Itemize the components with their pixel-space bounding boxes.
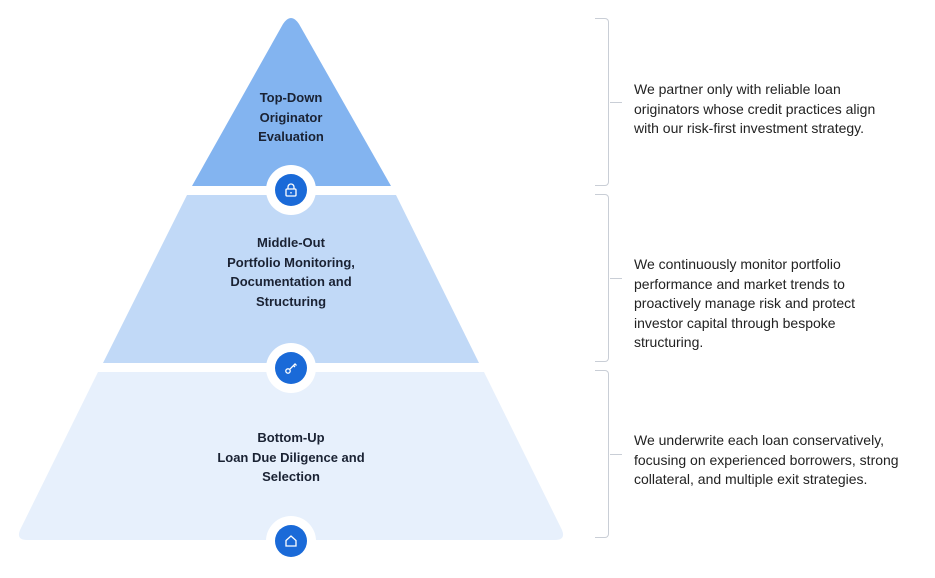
title-line: Loan Due Diligence and [217, 449, 365, 465]
tier-bottom-title: Bottom-Up Loan Due Diligence and Selecti… [191, 428, 391, 487]
description-line: originators whose credit practices align [634, 100, 876, 117]
tier-middle-badge [266, 343, 316, 393]
tier-middle-shape [103, 195, 479, 363]
description-line: with our risk-first investment strategy. [634, 120, 865, 136]
title-line: Documentation and [230, 274, 352, 289]
tier-top-shape [192, 18, 391, 186]
tier-bottom-description: We underwrite each loan conservatively, … [634, 431, 924, 490]
tier-top-badge [266, 165, 316, 215]
description-line: We underwrite each loan conservatively, [634, 432, 885, 448]
tier-top-description: We partner only with reliable loan origi… [634, 80, 924, 139]
pyramid-diagram [18, 18, 564, 540]
bracket-tick [610, 278, 622, 279]
description-line: We continuously monitor portfolio [634, 256, 841, 272]
description-line: collateral, and multiple exit strategies… [634, 471, 868, 487]
description-line: structuring. [634, 334, 704, 350]
tier-middle-bracket [595, 194, 622, 362]
tier-middle-title: Middle-Out Portfolio Monitoring, Documen… [191, 233, 391, 311]
description-line: We partner only with reliable loan [634, 81, 841, 97]
tier-bottom-bracket [595, 370, 622, 538]
description-line: investor capital through bespoke [634, 314, 836, 331]
title-line: Selection [262, 469, 320, 484]
title-line: Bottom-Up [257, 430, 325, 445]
title-line: Portfolio Monitoring, [227, 254, 355, 270]
title-line: Middle-Out [257, 235, 325, 250]
bracket-tick [610, 102, 622, 103]
bracket-tick [610, 454, 622, 455]
home-icon [275, 525, 307, 557]
tier-top-title: Top-Down Originator Evaluation [191, 88, 391, 147]
tier-middle-description: We continuously monitor portfolio perfor… [634, 255, 924, 353]
title-line: Originator [259, 109, 323, 125]
lock-icon [275, 174, 307, 206]
title-line: Top-Down [259, 90, 323, 105]
tier-top-bracket [595, 18, 622, 186]
description-line: focusing on experienced borrowers, stron… [634, 451, 899, 468]
tier-bottom-badge [266, 516, 316, 566]
tier-bottom-shape [18, 372, 564, 540]
title-line: Evaluation [258, 129, 324, 144]
title-line: Structuring [255, 293, 327, 309]
key-icon [275, 352, 307, 384]
description-line: performance and market trends to [634, 275, 845, 292]
description-line: proactively manage risk and protect [634, 295, 855, 311]
